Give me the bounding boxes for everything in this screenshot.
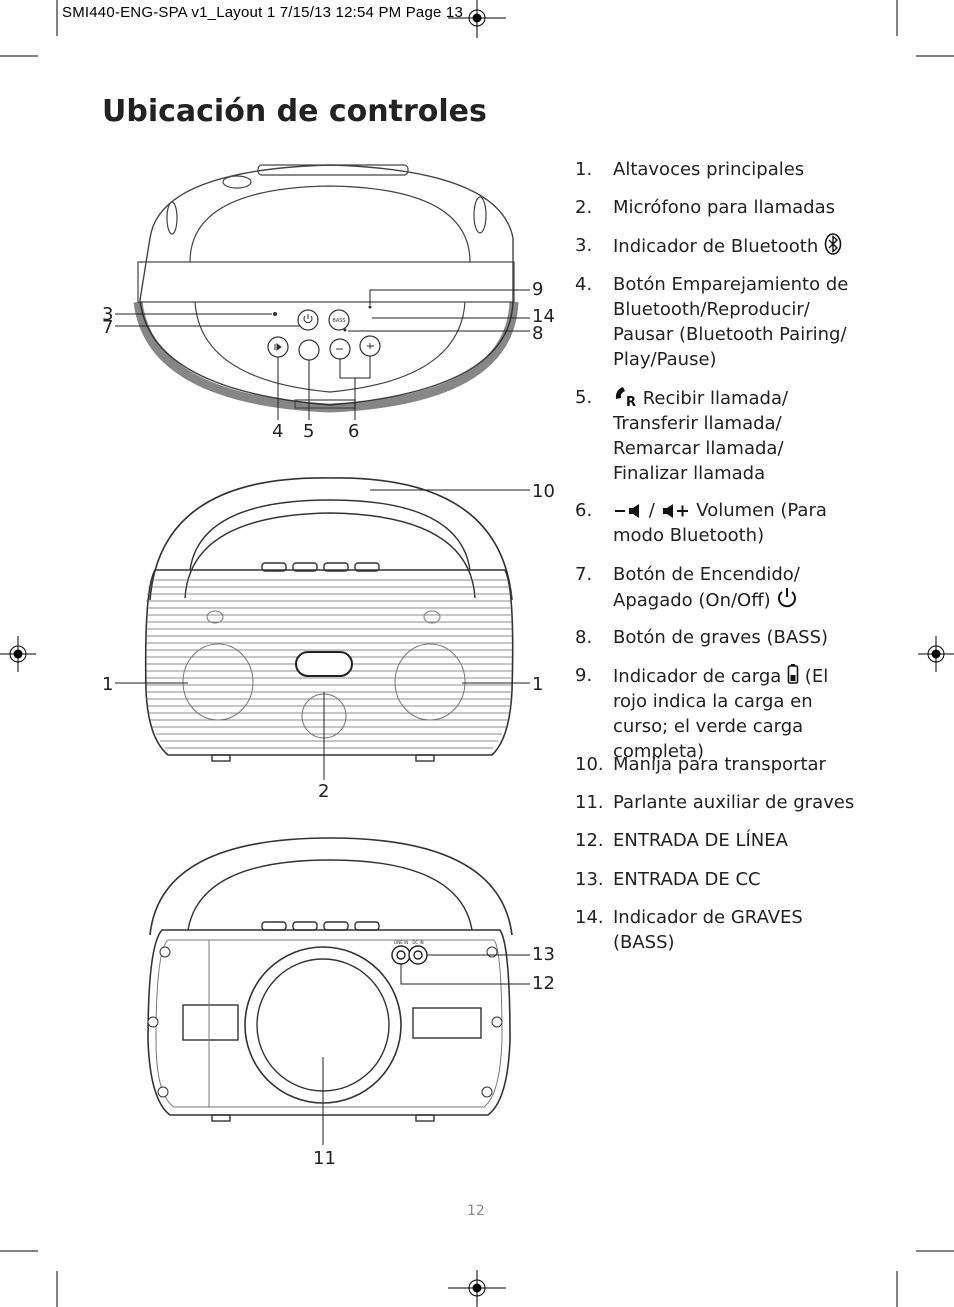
callout-1-left: 1 <box>102 674 113 695</box>
registration-mark-left <box>0 636 36 672</box>
callout-6: 6 <box>348 421 359 442</box>
line-in-label: LINE IN <box>394 940 408 945</box>
callout-7: 7 <box>102 317 113 338</box>
bass-button <box>328 309 350 331</box>
bluetooth-indicator <box>273 312 277 316</box>
list-item: 8. Botón de graves (BASS) <box>575 627 829 648</box>
volume-up-icon <box>662 504 688 518</box>
callout-10: 10 <box>532 481 555 502</box>
callout-13: 13 <box>532 944 555 965</box>
list-item: 10. Manija para transportar <box>575 754 826 775</box>
registration-mark-right <box>918 636 954 672</box>
right-panel <box>412 1007 482 1039</box>
callout-2: 2 <box>318 781 329 802</box>
left-panel <box>182 1004 239 1041</box>
page-number: 12 <box>467 1203 485 1219</box>
right-speaker <box>394 643 466 721</box>
list-item: 4. Botón Emparejamiento de Bluetooth/Rep… <box>575 274 849 370</box>
volume-down-icon <box>615 504 639 518</box>
bass-indicator <box>343 328 347 332</box>
dc-in-label: DC IN <box>412 940 423 945</box>
callout-12: 12 <box>532 973 555 994</box>
list-item: 9. Indicador de carga (El rojo indica la… <box>575 664 829 762</box>
list-item: 6. / Volumen (Para modo Bluetooth) <box>575 500 827 546</box>
list-item: 1. Altavoces principales <box>575 159 805 180</box>
callout-5: 5 <box>303 421 314 442</box>
print-slug: SMI440-ENG-SPA v1_Layout 1 7/15/13 12:54… <box>62 4 463 21</box>
left-speaker <box>182 643 254 721</box>
list-item: 13. ENTRADA DE CC <box>575 869 761 890</box>
list-item: 3. Indicador de Bluetooth <box>575 233 863 259</box>
list-item: 14. Indicador de GRAVES (BASS) <box>575 907 803 953</box>
speaker-grill <box>146 579 512 749</box>
callout-1-right: 1 <box>532 674 543 695</box>
bass-button-text: BASS <box>332 318 345 324</box>
list-item: 5. R Recibir llamada/ Transferir llamada… <box>575 387 789 484</box>
callout-9: 9 <box>532 279 543 300</box>
charge-indicator <box>368 305 372 309</box>
list-item: 2. Micrófono para llamadas <box>575 197 835 218</box>
list-item: 7. Botón de Encendido/ Apagado (On/Off) <box>575 564 800 611</box>
bluetooth-icon <box>824 233 842 255</box>
page-title: Ubicación de controles <box>102 94 487 129</box>
battery-icon <box>787 664 799 684</box>
callout-14: 14 <box>532 306 555 327</box>
front-badge <box>295 651 353 677</box>
svg-text:R: R <box>626 395 636 407</box>
list-item: 11. Parlante auxiliar de graves <box>575 792 855 813</box>
registration-mark-top <box>448 0 506 38</box>
power-button <box>297 309 319 331</box>
registration-mark-bottom <box>448 1270 506 1307</box>
callout-3: 3 <box>102 304 113 325</box>
phone-redial-icon: R <box>615 387 636 407</box>
power-icon <box>778 588 797 608</box>
callout-8: 8 <box>532 323 543 344</box>
callout-11: 11 <box>313 1148 336 1169</box>
callout-4: 4 <box>272 421 283 442</box>
list-item: 12. ENTRADA DE LÍNEA <box>575 830 788 851</box>
